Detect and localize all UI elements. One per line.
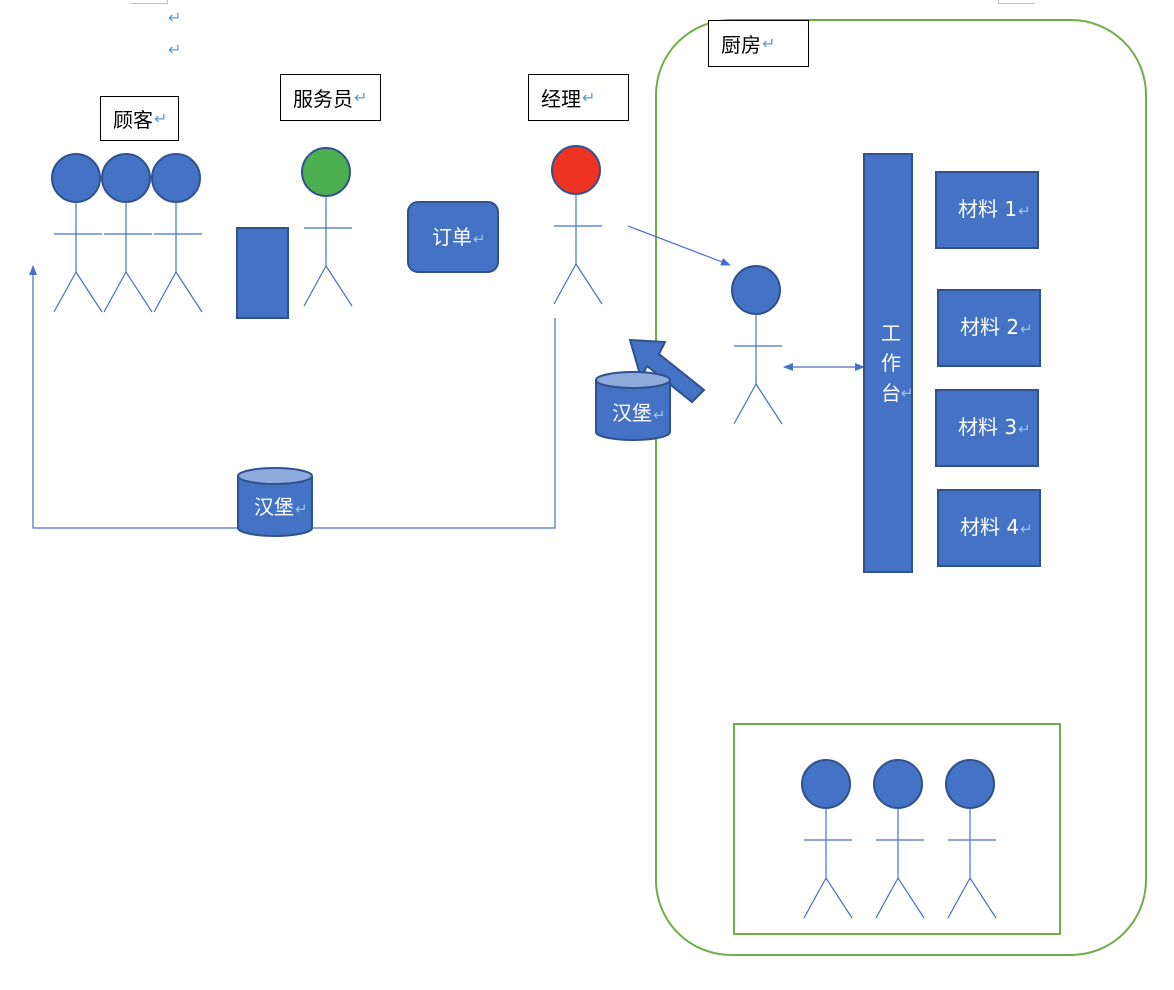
svg-text:材料 3↵: 材料 3↵ xyxy=(958,415,1031,439)
counter-block xyxy=(236,227,289,319)
waiter-figure xyxy=(301,147,353,307)
customer-label-text: 顾客 xyxy=(113,108,153,132)
waiter-label-text: 服务员 xyxy=(293,87,353,111)
material-box-2: 材料 2↵ xyxy=(937,289,1041,367)
burger-cylinder-bottom: 汉堡↵ xyxy=(237,467,313,537)
burger-cylinder-top: 汉堡↵ xyxy=(595,371,671,441)
customer-figure-3 xyxy=(151,153,203,313)
customer-figure-2 xyxy=(101,153,153,313)
svg-text:汉堡↵: 汉堡↵ xyxy=(612,401,666,425)
paragraph-mark-1: ↵ xyxy=(168,8,182,27)
customer-label: 顾客↵ xyxy=(100,96,179,141)
material-2-text: 材料 2 xyxy=(960,315,1019,339)
kitchen-staff-figure-1 xyxy=(801,759,853,919)
manager-label: 经理↵ xyxy=(528,74,629,121)
workbench-shape: 工 作 台 ↵ xyxy=(863,153,914,573)
svg-text:汉堡↵: 汉堡↵ xyxy=(254,495,308,519)
material-1-text: 材料 1 xyxy=(958,197,1017,221)
burger-bottom-text: 汉堡 xyxy=(254,495,294,519)
svg-text:订单↵: 订单↵ xyxy=(432,225,486,249)
page-corner-mark-left xyxy=(131,0,168,4)
order-text: 订单 xyxy=(432,225,472,249)
manager-figure xyxy=(551,145,603,305)
kitchen-staff-figure-3 xyxy=(945,759,997,919)
manager-to-cook-arrow xyxy=(627,225,731,266)
svg-text:材料 1↵: 材料 1↵ xyxy=(958,197,1031,221)
svg-text:↵: ↵ xyxy=(901,384,914,402)
material-box-4: 材料 4↵ xyxy=(937,489,1041,567)
svg-text:材料 4↵: 材料 4↵ xyxy=(960,515,1033,539)
material-box-1: 材料 1↵ xyxy=(935,171,1039,249)
burger-top-text: 汉堡 xyxy=(612,401,652,425)
customer-figure-1 xyxy=(51,153,103,313)
material-box-3: 材料 3↵ xyxy=(935,389,1039,467)
cook-figure xyxy=(731,265,783,425)
page-corner-mark-right xyxy=(998,0,1035,4)
svg-text:材料 2↵: 材料 2↵ xyxy=(960,315,1033,339)
waiter-label: 服务员↵ xyxy=(280,74,381,121)
staff-group-box xyxy=(733,723,1061,935)
material-3-text: 材料 3 xyxy=(958,415,1017,439)
workbench-char-1: 工 xyxy=(881,321,901,345)
workbench-char-2: 作 xyxy=(881,351,901,375)
workbench-char-3: 台 xyxy=(881,381,901,405)
kitchen-staff-figure-2 xyxy=(873,759,925,919)
kitchen-label-text: 厨房 xyxy=(721,33,761,57)
order-shape: 订单↵ xyxy=(407,201,499,273)
manager-label-text: 经理 xyxy=(541,87,581,111)
material-4-text: 材料 4 xyxy=(960,515,1019,539)
kitchen-area xyxy=(655,19,1147,956)
paragraph-mark-2: ↵ xyxy=(168,40,182,59)
kitchen-label: 厨房↵ xyxy=(708,20,809,67)
